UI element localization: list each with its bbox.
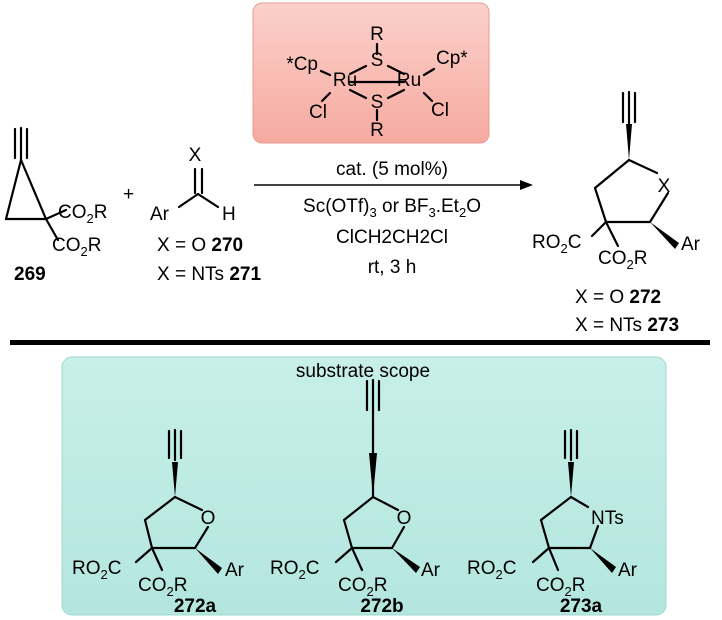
compound-number-269: 269 bbox=[14, 264, 46, 285]
product-co2r: CO2R bbox=[598, 248, 647, 272]
catalyst-r-top: R bbox=[370, 24, 384, 45]
substrate-scope-box: substrate scope bbox=[61, 356, 667, 616]
ester-1-label: CO2R bbox=[58, 202, 107, 226]
catalyst-cl-right: Cl bbox=[431, 100, 449, 121]
scope-272a-co2r: CO2R bbox=[138, 575, 187, 599]
condition-solvent: ClCH2CH2Cl bbox=[336, 227, 448, 248]
section-divider bbox=[10, 340, 710, 345]
reactant-line-270: X = O 270 bbox=[157, 235, 243, 256]
scope-272b-co2r: CO2R bbox=[338, 575, 387, 599]
catalyst-ru-right: Ru bbox=[397, 70, 421, 91]
plus-sign: + bbox=[123, 184, 134, 205]
catalyst-cp-left: *Cp bbox=[286, 54, 318, 75]
reactant-269: CO2R CO2R 269 bbox=[4, 126, 107, 285]
scope-272b-label: 272b bbox=[360, 596, 403, 617]
scope-structure-272b: O RO2C CO2R Ar 272b bbox=[270, 378, 441, 617]
scope-structure-272a: O RO2C CO2R Ar 272a bbox=[72, 428, 245, 617]
scope-273a-hetero: NTs bbox=[591, 508, 624, 529]
scope-272a-label: 272a bbox=[174, 596, 217, 617]
aldehyde-ar: Ar bbox=[150, 204, 170, 225]
substrate-scope-title: substrate scope bbox=[296, 361, 430, 382]
scope-272a-hetero: O bbox=[201, 508, 216, 529]
product-ar: Ar bbox=[681, 234, 701, 255]
catalyst-cp-right: Cp* bbox=[436, 48, 468, 69]
catalyst-s-bottom: S bbox=[371, 92, 384, 113]
scope-structure-273a: NTs RO2C CO2R Ar 273a bbox=[467, 428, 638, 617]
scope-272b-ro2c: RO2C bbox=[270, 558, 319, 582]
condition-catalyst-loading: cat. (5 mol%) bbox=[336, 159, 448, 180]
product-ro2c: RO2C bbox=[532, 232, 581, 256]
aldehyde-x: X bbox=[189, 145, 202, 166]
reactant-line-271: X = NTs 271 bbox=[157, 264, 261, 285]
catalyst-box: R S *Cp Ru Ru Cp* S Cl Cl R bbox=[252, 2, 490, 144]
scope-273a-ro2c: RO2C bbox=[467, 558, 516, 582]
aldehyde-h: H bbox=[222, 204, 236, 225]
scope-273a-label: 273a bbox=[560, 596, 603, 617]
scope-273a-ar: Ar bbox=[618, 560, 638, 581]
product-ring-x: X bbox=[658, 176, 671, 197]
catalyst-ru-left: Ru bbox=[333, 70, 357, 91]
condition-lewis-acid: Sc(OTf)3 or BF3.Et2O bbox=[303, 196, 481, 220]
product-272-273: X RO2C CO2R Ar X = O 272 X = NTs 273 bbox=[532, 90, 701, 336]
catalyst-r-bottom: R bbox=[370, 120, 384, 141]
scope-272a-ar: Ar bbox=[225, 560, 245, 581]
scope-272b-hetero: O bbox=[397, 508, 412, 529]
scope-272a-ro2c: RO2C bbox=[72, 558, 121, 582]
condition-temperature-time: rt, 3 h bbox=[368, 257, 417, 278]
ester-2-label: CO2R bbox=[52, 235, 101, 259]
scope-273a-co2r: CO2R bbox=[536, 575, 585, 599]
reaction-arrow bbox=[254, 180, 533, 190]
product-line-273: X = NTs 273 bbox=[575, 315, 679, 336]
product-line-272: X = O 272 bbox=[575, 287, 661, 308]
scope-272b-ar: Ar bbox=[421, 560, 441, 581]
catalyst-cl-left: Cl bbox=[309, 102, 327, 123]
catalyst-s-top: S bbox=[371, 50, 384, 71]
reactant-aldehyde-imine: X Ar H X = O 270 X = NTs 271 bbox=[150, 145, 261, 285]
